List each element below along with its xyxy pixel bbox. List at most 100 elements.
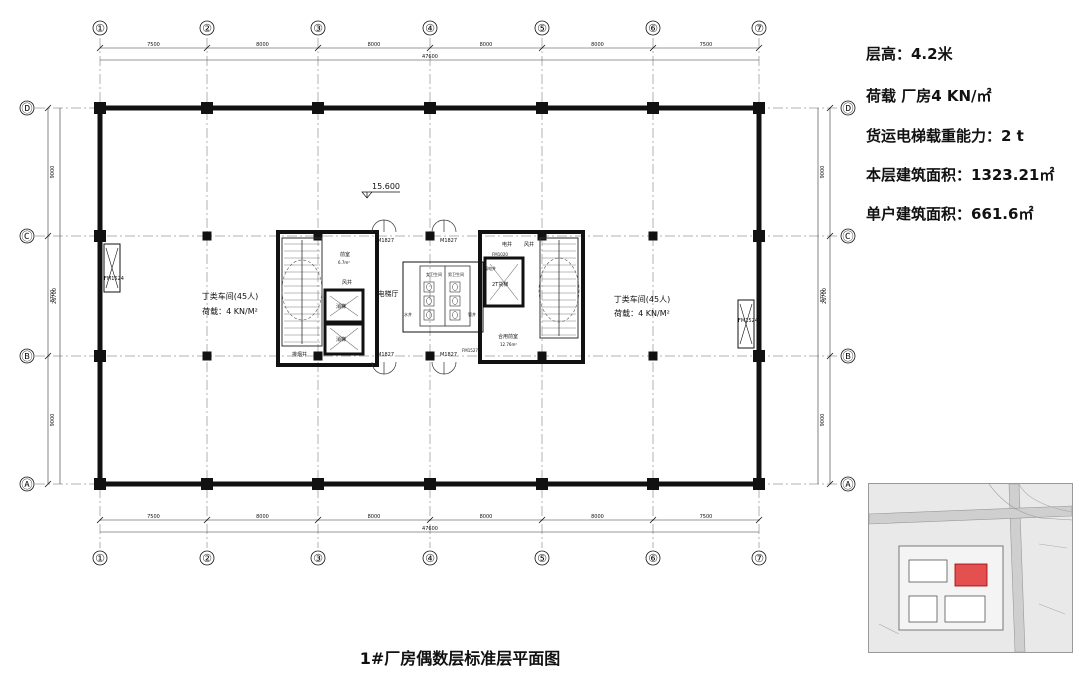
workshop-left-label: 丁类车间(45人) bbox=[202, 291, 258, 301]
elevator-left-2-cross bbox=[329, 327, 359, 351]
axis-bubble-col bbox=[310, 550, 326, 566]
dim-tick bbox=[44, 352, 52, 360]
column bbox=[425, 231, 435, 241]
toilet-fixture bbox=[426, 283, 432, 291]
toilet-stall bbox=[423, 309, 435, 321]
door-label-2: M1827 bbox=[440, 238, 457, 244]
axis-label-col: ⑥ bbox=[648, 552, 658, 565]
dim-tick bbox=[649, 516, 657, 524]
axis-label-col: ① bbox=[95, 552, 105, 565]
room-power: 电井 bbox=[502, 241, 512, 248]
axis-label-row: Ⓑ bbox=[22, 350, 33, 363]
bay-dim-label: 8000 bbox=[368, 514, 381, 520]
toilet-stall bbox=[423, 281, 435, 293]
freight-elevator bbox=[483, 256, 525, 308]
fire-box-left bbox=[103, 243, 121, 293]
bay-dim-label: 7500 bbox=[700, 514, 713, 520]
dim-tick bbox=[96, 516, 104, 524]
fire-box-right-cross bbox=[739, 303, 753, 345]
room-fire-elev-2: 消梯 bbox=[336, 336, 346, 343]
elevator-capacity-info: 货运电梯载重能力：2 t bbox=[866, 127, 1024, 145]
axis-bubble-col bbox=[92, 550, 108, 566]
axis-label-col: ③ bbox=[313, 22, 323, 35]
room-guard: 前室 bbox=[340, 251, 350, 258]
axis-label-col: ⑦ bbox=[754, 22, 764, 35]
axis-bubble-row bbox=[19, 348, 35, 364]
axis-bubble-row bbox=[19, 476, 35, 492]
dim-tick bbox=[314, 44, 322, 52]
dim-tick bbox=[649, 44, 657, 52]
column bbox=[536, 102, 548, 114]
plan-caption: 1#厂房偶数层标准层平面图 bbox=[359, 649, 561, 668]
workshop-right-load: 荷载：4 KN/M² bbox=[614, 308, 670, 318]
column bbox=[753, 102, 765, 114]
dim-tick bbox=[538, 516, 546, 524]
column bbox=[753, 478, 765, 490]
room-fire-elev-1: 消梯 bbox=[336, 303, 346, 310]
dim-tick bbox=[203, 516, 211, 524]
axis-bubble-col bbox=[422, 550, 438, 566]
door-swing-bottom-2 bbox=[431, 361, 457, 375]
column bbox=[425, 351, 435, 361]
dim-tick bbox=[426, 44, 434, 52]
room-tube: 管井 bbox=[468, 311, 476, 317]
stair-treads-right bbox=[542, 240, 576, 336]
stair-right bbox=[539, 237, 579, 339]
axis-label-row: Ⓓ bbox=[843, 102, 854, 115]
bay-dim-label: 8000 bbox=[480, 42, 493, 48]
room-wind-right: 风井 bbox=[524, 241, 534, 248]
axis-bubble-col bbox=[422, 20, 438, 36]
axis-bubble-col bbox=[645, 20, 661, 36]
toilet-stall bbox=[449, 309, 461, 321]
site-location-map bbox=[868, 483, 1073, 653]
elevator-left-1 bbox=[323, 288, 365, 324]
load-info: 荷载 厂房4 KN/㎡ bbox=[866, 87, 992, 105]
dim-tick bbox=[44, 232, 52, 240]
column bbox=[648, 231, 658, 241]
row-dim-label: 9000 bbox=[50, 414, 56, 427]
column bbox=[94, 230, 106, 242]
fire-door-label-shared: FM1527 bbox=[462, 348, 478, 353]
dim-tick bbox=[755, 44, 763, 52]
column bbox=[202, 351, 212, 361]
room-freight: 2T货梯 bbox=[492, 281, 508, 288]
door-swing-bottom-1 bbox=[371, 361, 397, 375]
axis-label-row: Ⓐ bbox=[22, 478, 33, 491]
fire-door-label-right: FM1524 bbox=[738, 318, 758, 324]
toilet-stall bbox=[449, 281, 461, 293]
total-width-label: 47600 bbox=[422, 526, 438, 532]
room-shared-area: 12.76m² bbox=[500, 342, 517, 347]
bay-dim-label: 8000 bbox=[368, 42, 381, 48]
toilet-fixture bbox=[426, 311, 432, 319]
axis-bubble-row bbox=[840, 100, 856, 116]
total-depth-label: 26700 bbox=[822, 288, 828, 304]
bay-dim-label: 7500 bbox=[147, 42, 160, 48]
bay-dim-label: 8000 bbox=[591, 42, 604, 48]
column bbox=[201, 478, 213, 490]
axis-label-row: Ⓓ bbox=[22, 102, 33, 115]
unit-area-info: 单户建筑面积：661.6㎡ bbox=[866, 205, 1034, 223]
elevator-left-1-cross bbox=[329, 295, 359, 317]
column bbox=[313, 231, 323, 241]
toilet-stall bbox=[423, 295, 435, 307]
axis-label-col: ③ bbox=[313, 552, 323, 565]
core-left bbox=[276, 230, 379, 367]
dim-tick bbox=[826, 352, 834, 360]
door-label-4: M1827 bbox=[440, 352, 457, 358]
room-smoke: 排烟井 bbox=[292, 351, 307, 358]
elevator-hall-label: 电梯厅 bbox=[378, 289, 399, 298]
column bbox=[537, 351, 547, 361]
axis-bubble-col bbox=[534, 550, 550, 566]
axis-bubble-row bbox=[840, 228, 856, 244]
column bbox=[312, 102, 324, 114]
room-guard-area: 6.7m² bbox=[338, 260, 350, 265]
room-shared: 合用前室 bbox=[498, 333, 518, 340]
fire-door-label-left: FM1524 bbox=[104, 276, 124, 282]
bay-dim-label: 8000 bbox=[591, 514, 604, 520]
total-depth-label: 26700 bbox=[52, 288, 58, 304]
column bbox=[312, 478, 324, 490]
dim-tick bbox=[96, 44, 104, 52]
workshop-left-load: 荷载：4 KN/M² bbox=[202, 306, 258, 316]
